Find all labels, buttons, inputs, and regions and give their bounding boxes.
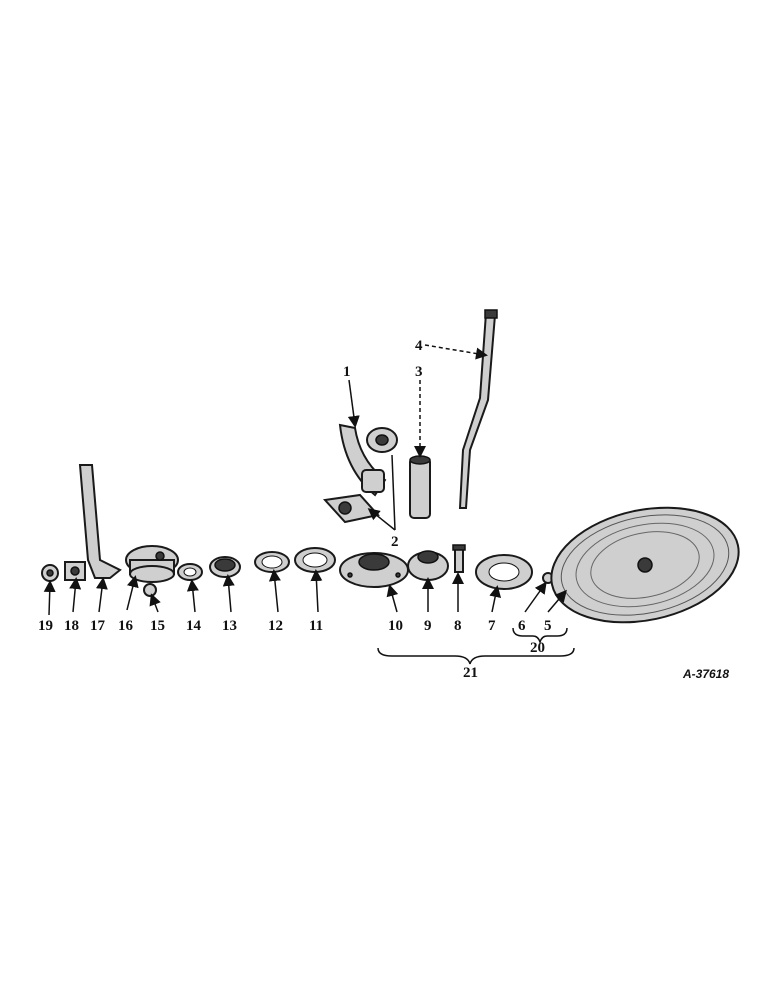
part-12-ring <box>254 551 290 573</box>
part-5-disc <box>550 506 740 624</box>
part-8-bolt <box>452 544 466 573</box>
part-9-hub <box>407 550 449 581</box>
label-8: 8 <box>454 618 462 634</box>
label-6: 6 <box>518 618 526 634</box>
part-18-square-nut <box>64 561 86 581</box>
part-7-gasket <box>475 554 533 590</box>
label-7: 7 <box>488 618 496 634</box>
label-21: 21 <box>463 665 478 681</box>
part-19-nut <box>41 564 59 582</box>
label-5: 5 <box>544 618 552 634</box>
part-3-sleeve <box>409 455 431 519</box>
part-17-lever <box>78 464 122 579</box>
label-14: 14 <box>186 618 202 634</box>
label-16: 16 <box>118 618 134 634</box>
group-brackets <box>377 627 575 665</box>
part-1-bracket <box>338 423 398 497</box>
label-2: 2 <box>391 534 399 550</box>
label-19: 19 <box>38 618 53 634</box>
reference-code: A-37618 <box>682 667 729 681</box>
label-3: 3 <box>415 364 423 380</box>
label-12: 12 <box>268 618 283 634</box>
part-4-bent-bar <box>458 309 498 509</box>
label-9: 9 <box>424 618 432 634</box>
part-15-bolt <box>143 583 157 597</box>
part-13-washer <box>209 556 241 578</box>
label-10: 10 <box>388 618 403 634</box>
part-2-clamp <box>322 493 380 524</box>
label-18: 18 <box>64 618 79 634</box>
leader-lines <box>43 344 567 616</box>
part-16-hub-cap <box>125 545 179 583</box>
label-17: 17 <box>90 618 106 634</box>
label-13: 13 <box>222 618 237 634</box>
part-11-seal <box>294 547 336 573</box>
label-4: 4 <box>415 338 423 354</box>
label-11: 11 <box>309 618 323 634</box>
label-20: 20 <box>530 640 545 656</box>
part-14-ring <box>177 563 203 581</box>
label-1: 1 <box>343 364 351 380</box>
part-10-flange <box>339 552 409 588</box>
label-15: 15 <box>150 618 165 634</box>
part-labels: 4 1 3 2 19 18 17 16 15 14 13 12 11 10 9 … <box>38 338 729 681</box>
